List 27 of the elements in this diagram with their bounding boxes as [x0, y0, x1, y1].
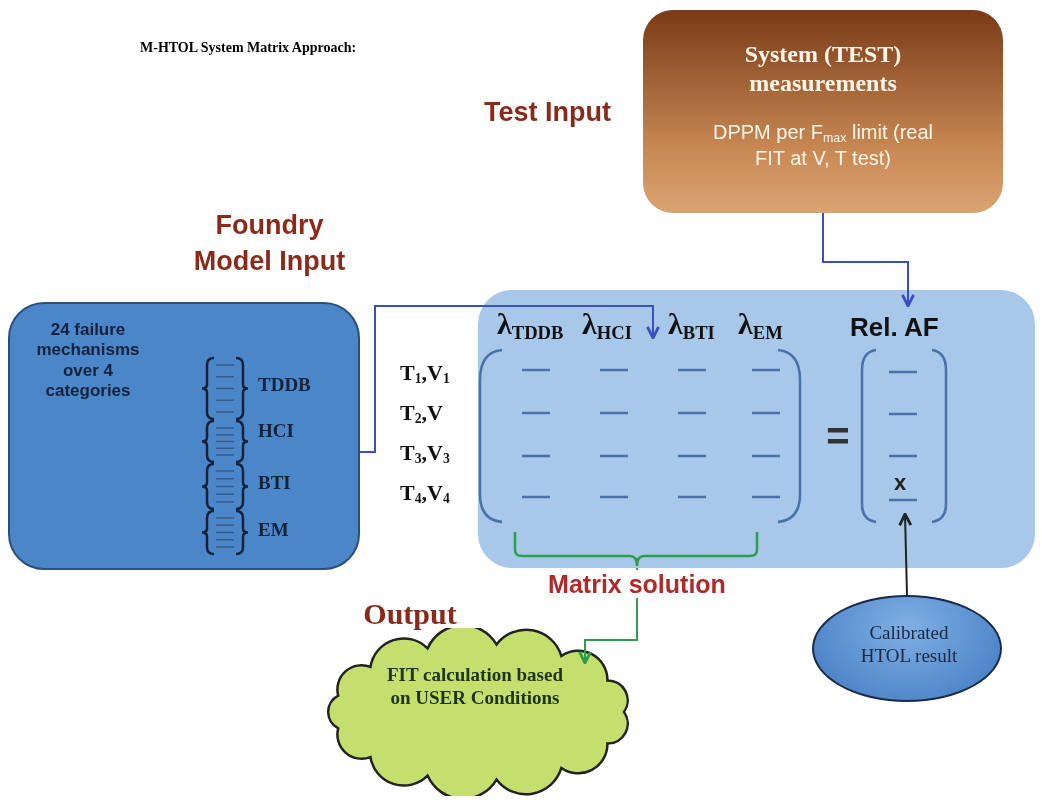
- column-label: λ$_{TDDB}$: [497, 306, 565, 344]
- category-label: TDDB: [258, 374, 312, 397]
- section-heading: Output: [362, 596, 458, 632]
- node-text: FIT calculation based on USER Conditions: [386, 664, 564, 710]
- row-label: T$_{3}$,V$_{3}$: [400, 440, 451, 468]
- row-label: T$_{2}$,V: [400, 400, 444, 428]
- category-label: BTI: [258, 472, 292, 495]
- vector-label: Rel. AF: [850, 312, 940, 344]
- diagram-title: M-HTOL System Matrix Approach:: [140, 40, 357, 57]
- column-label: λ$_{EM}$: [738, 306, 784, 344]
- column-label: λ$_{HCI}$: [582, 306, 633, 344]
- section-heading: Foundry Model Input: [192, 209, 347, 279]
- section-heading: Test Input: [483, 96, 612, 129]
- equals-sign: =: [825, 413, 851, 460]
- column-label: λ$_{BTI}$: [668, 306, 716, 344]
- unknown-value: x: [892, 470, 908, 497]
- node-text: DPPM per F$_{max}$ limit (real FIT at V, T test): [711, 120, 935, 170]
- node-text: System (TEST) measurements: [743, 40, 903, 98]
- row-label: T$_{1}$,V$_{1}$: [400, 360, 451, 388]
- arrow: [898, 512, 913, 596]
- node-text: 24 failure mechanisms over 4 categories: [35, 320, 141, 402]
- category-label: EM: [258, 519, 290, 542]
- row-label: T$_{4}$,V$_{4}$: [400, 480, 451, 508]
- node-text: Calibrated HTOL result: [859, 622, 959, 668]
- arrow: [359, 305, 660, 454]
- arrow: [822, 212, 915, 308]
- category-label: HCI: [258, 420, 295, 443]
